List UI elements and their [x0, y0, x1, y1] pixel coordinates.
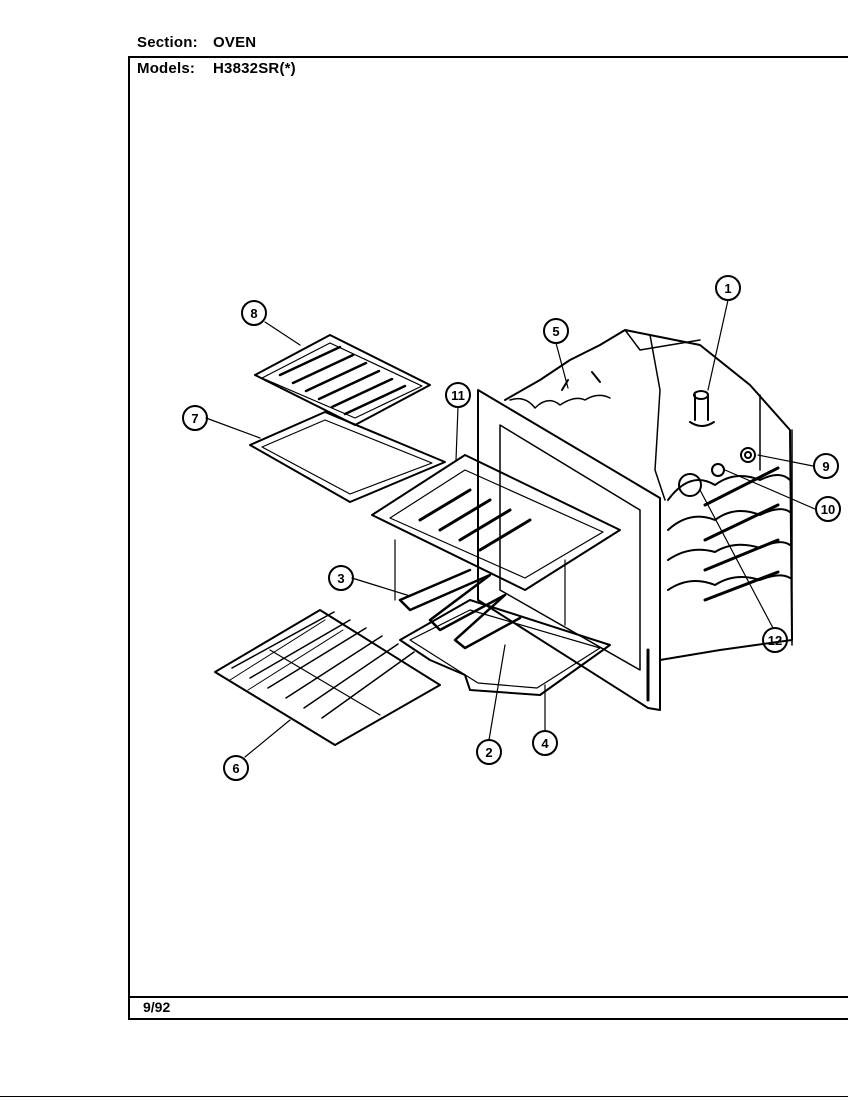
callout-2: 2: [476, 739, 502, 765]
models-label: Models:: [137, 60, 196, 77]
broiler-pan-insert: [254, 334, 431, 426]
callout-4: 4: [532, 730, 558, 756]
oven-cavity: [504, 329, 793, 661]
callout-3: 3: [328, 565, 354, 591]
callout-12: 12: [762, 627, 788, 653]
broiler-pan: [249, 411, 446, 503]
oven-rack: [214, 609, 441, 746]
svg-text:12: 12: [768, 633, 782, 648]
callout-1: 1: [715, 275, 741, 301]
diagram-frame: [128, 56, 848, 1020]
svg-text:7: 7: [191, 411, 198, 426]
svg-text:5: 5: [552, 324, 559, 339]
front-frame: [477, 389, 661, 711]
callout-5: 5: [543, 318, 569, 344]
callout-11: 11: [445, 382, 471, 408]
callout-10: 10: [815, 496, 841, 522]
models-value: H3832SR(*): [213, 60, 296, 77]
section-value: OVEN: [213, 34, 257, 51]
callout-bubbles: 1 5 8 7 11 3 2 4 6 9 10 12: [182, 275, 841, 781]
bake-element: [398, 568, 522, 650]
svg-text:2: 2: [485, 745, 492, 760]
svg-text:3: 3: [337, 571, 344, 586]
section-row: Section: OVEN: [137, 34, 256, 51]
svg-text:11: 11: [451, 388, 465, 403]
svg-text:9: 9: [822, 459, 829, 474]
footer-divider: [128, 996, 848, 998]
callout-6: 6: [223, 755, 249, 781]
revision-date: 9/92: [143, 999, 171, 1015]
callout-9: 9: [813, 453, 839, 479]
models-row: Models: H3832SR(*): [137, 60, 296, 77]
callout-7: 7: [182, 405, 208, 431]
svg-text:4: 4: [541, 736, 549, 751]
svg-text:6: 6: [232, 761, 239, 776]
svg-text:8: 8: [250, 306, 257, 321]
broil-element-tray: [371, 454, 621, 626]
leader-lines: [205, 299, 816, 758]
element-shield: [399, 599, 611, 696]
oven-components: [561, 371, 756, 497]
section-label: Section:: [137, 34, 198, 51]
callout-8: 8: [241, 300, 267, 326]
svg-text:1: 1: [724, 281, 731, 296]
svg-text:10: 10: [821, 502, 835, 517]
page-bottom-line: [0, 1096, 848, 1097]
